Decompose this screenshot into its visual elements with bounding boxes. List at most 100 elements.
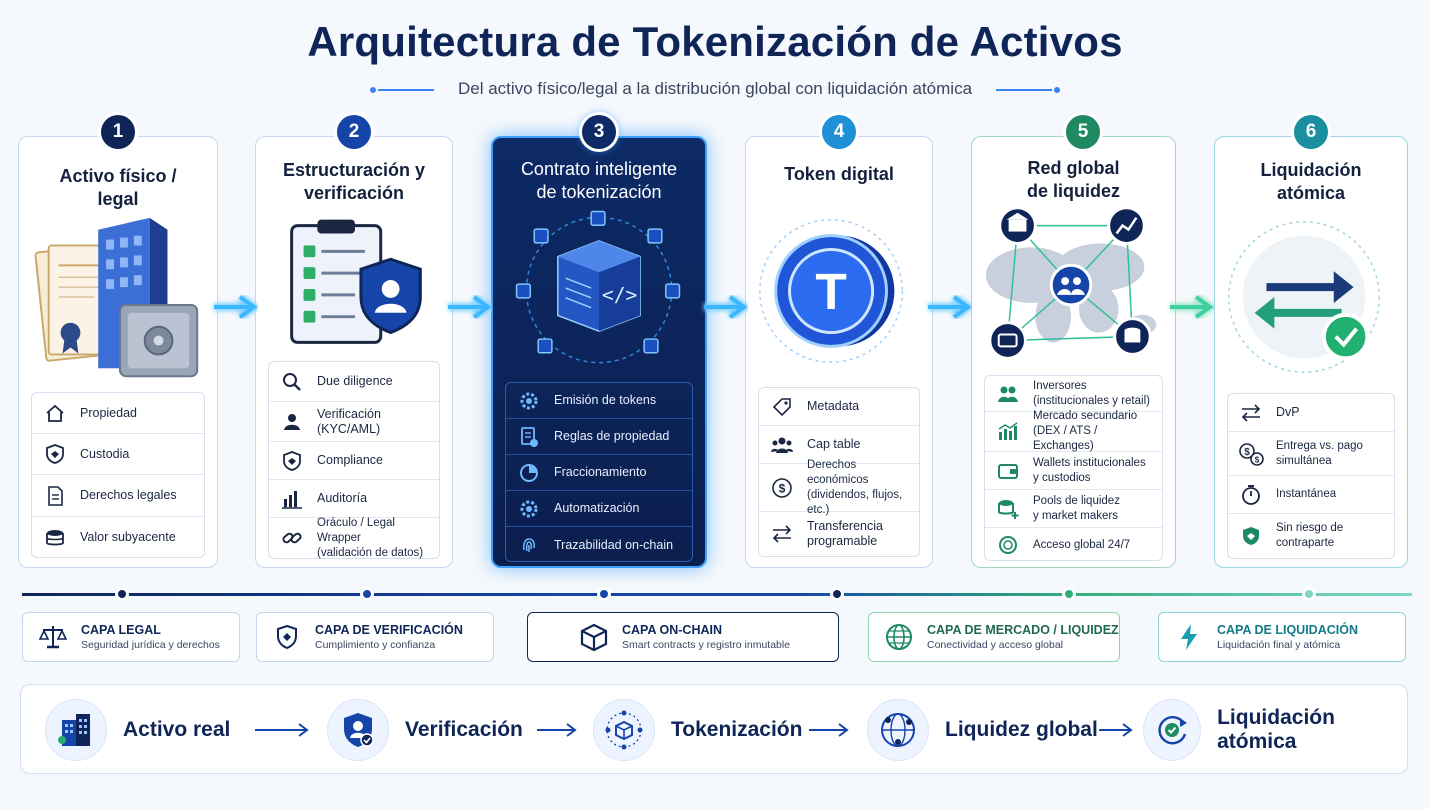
flow-item-atomic-settlement: Liquidación atómica — [1143, 685, 1407, 775]
code-glyph: </> — [602, 284, 637, 307]
step-number-1: 1 — [101, 115, 135, 149]
list-item: Mercado secundario (DEX / ATS / Exchange… — [985, 410, 1162, 452]
arrow-right-icon — [704, 293, 751, 321]
search-icon — [279, 371, 305, 393]
global-network-illustration — [985, 206, 1157, 360]
list-item: DvP — [1228, 394, 1394, 432]
list-item: Automatización — [506, 491, 692, 527]
step-card-1: Activo físico / legal Propiedad Custodia — [18, 136, 218, 568]
list-item: Oráculo / Legal Wrapper (validación de d… — [269, 517, 439, 559]
list-item: Metadata — [759, 388, 919, 426]
step-list: Inversores (institucionales y retail) Me… — [984, 375, 1163, 561]
globe-icon — [995, 534, 1021, 556]
step-card-5: Red global de liquidez — [971, 136, 1176, 568]
step-card-6: Liquidación atómica DvP $$ Entrega vs. p… — [1214, 136, 1408, 568]
step-title: Activo físico / legal — [59, 166, 177, 209]
market-icon — [995, 421, 1021, 443]
step-title: Estructuración y verificación — [282, 160, 426, 203]
token-coin-illustration: T — [759, 219, 904, 363]
timeline-dot — [115, 587, 129, 601]
step-card-2: Estructuración y verificación Due dilige… — [255, 136, 453, 568]
shield-check-icon — [327, 699, 389, 761]
dollar-icon: $ — [769, 477, 795, 499]
bolt-icon — [1171, 622, 1207, 652]
swap-icon — [1238, 402, 1264, 424]
users-icon — [995, 383, 1021, 405]
step-title: Red global de liquidez — [1026, 158, 1120, 201]
list-item: Verificación (KYC/AML) — [269, 402, 439, 442]
pie-chart-icon — [516, 462, 542, 484]
list-item: Valor subyacente — [32, 517, 204, 558]
list-item: Cap table — [759, 426, 919, 464]
list-item: Derechos legales — [32, 475, 204, 517]
checklist-illustration — [290, 219, 422, 344]
step-card-4: Token digital T Metadata Cap table $ Der… — [745, 136, 933, 568]
flow-arrow-icon — [809, 723, 849, 737]
list-item: Inversores (institucionales y retail) — [985, 376, 1162, 412]
coins-icon — [42, 527, 68, 549]
arrow-right-icon — [448, 293, 495, 321]
arrow-right-icon — [928, 293, 975, 321]
user-check-icon — [279, 411, 305, 433]
list-item: Due diligence — [269, 362, 439, 402]
timeline-dot — [360, 587, 374, 601]
network-cube-icon — [593, 699, 655, 761]
list-item: $$ Entrega vs. pago simultánea — [1228, 432, 1394, 476]
bar-chart-icon — [279, 488, 305, 510]
list-item: Acceso global 24/7 — [985, 528, 1162, 562]
timeline-dot — [1062, 587, 1076, 601]
smart-contract-illustration: </> — [515, 210, 681, 364]
flow-arrow-icon — [537, 723, 577, 737]
flow-item-asset: Activo real — [45, 685, 230, 775]
shield-check-icon — [1238, 525, 1264, 547]
step-list: Due diligence Verificación (KYC/AML) Com… — [268, 361, 440, 559]
swap-icon — [769, 523, 795, 545]
list-item: Trazabilidad on-chain — [506, 527, 692, 563]
step-card-3: Contrato inteligente de tokenización </>… — [491, 136, 707, 568]
svg-text:$: $ — [1244, 447, 1250, 458]
fingerprint-icon — [516, 534, 542, 556]
page-subtitle: Del activo físico/legal a la distribució… — [457, 79, 973, 98]
subtitle-dot-left — [370, 87, 376, 93]
step-title: Token digital — [784, 164, 894, 184]
subtitle-line-right — [996, 89, 1052, 91]
globe-network-icon — [867, 699, 929, 761]
step-list: Metadata Cap table $ Derechos económicos… — [758, 387, 920, 557]
stopwatch-icon — [1238, 484, 1264, 506]
shield-icon — [269, 624, 305, 650]
wallet-icon — [995, 460, 1021, 482]
exchange-money-icon: $$ — [1238, 442, 1264, 466]
gear-icon — [516, 390, 542, 412]
buildings-icon — [45, 699, 107, 761]
shield-icon — [42, 443, 68, 465]
document-icon — [42, 485, 68, 507]
list-item: Emisión de tokens — [506, 383, 692, 419]
step-title: Liquidación atómica — [1260, 160, 1362, 203]
list-item: Wallets institucionales y custodios — [985, 452, 1162, 490]
step-list: Propiedad Custodia Derechos legales Valo… — [31, 392, 205, 558]
flow-item-verification: Verificación — [327, 685, 523, 775]
atomic-settlement-illustration — [1228, 221, 1381, 373]
list-item: Pools de liquidez y market makers — [985, 490, 1162, 528]
flow-arrow-icon — [1099, 723, 1133, 737]
token-letter: T — [815, 262, 846, 320]
flow-item-tokenization: Tokenización — [593, 685, 802, 775]
list-item: Reglas de propiedad — [506, 419, 692, 455]
tag-icon — [769, 396, 795, 418]
asset-illustration — [34, 217, 199, 378]
timeline-dot — [1302, 587, 1316, 601]
flow-item-global-liquidity: Liquidez global — [867, 685, 1098, 775]
home-icon — [42, 402, 68, 424]
globe-icon — [881, 622, 917, 652]
summary-flow: Activo real Verificación Tokenización Li… — [20, 684, 1408, 774]
step-list: DvP $$ Entrega vs. pago simultánea Insta… — [1227, 393, 1395, 559]
svg-text:$: $ — [1255, 455, 1260, 464]
timeline-dot — [597, 587, 611, 601]
svg-text:$: $ — [779, 481, 786, 495]
step-number-2: 2 — [337, 115, 371, 149]
